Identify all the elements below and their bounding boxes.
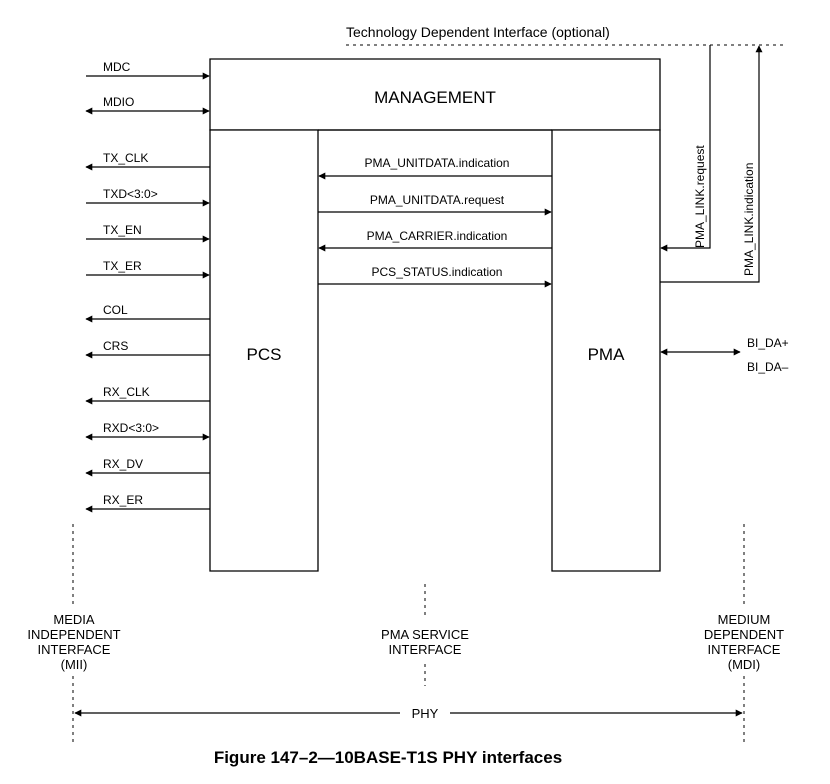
mii-signal-label: MDC bbox=[103, 60, 131, 74]
mii-caption: MEDIA INDEPENDENT INTERFACE (MII) bbox=[27, 612, 120, 672]
primitive-pcs-status-indication: PCS_STATUS.indication bbox=[318, 265, 552, 288]
mii-signal-tx-er: TX_ER bbox=[86, 259, 210, 279]
primitive-label: PCS_STATUS.indication bbox=[372, 265, 503, 279]
mdi-caption-line: DEPENDENT bbox=[704, 627, 784, 642]
pma-service-caption-line: INTERFACE bbox=[389, 642, 462, 657]
mii-signal-label: TX_EN bbox=[103, 223, 142, 237]
primitive-pma-unitdata-request: PMA_UNITDATA.request bbox=[318, 193, 552, 216]
mii-caption-line: MEDIA bbox=[53, 612, 95, 627]
mii-signal-mdc: MDC bbox=[86, 60, 210, 80]
management-block: MANAGEMENT bbox=[209, 58, 661, 131]
pcs-label: PCS bbox=[247, 345, 282, 364]
mii-signal-label: TX_CLK bbox=[103, 151, 148, 165]
mii-signal-label: RX_ER bbox=[103, 493, 143, 507]
mii-caption-line: (MII) bbox=[61, 657, 88, 672]
primitive-label: PMA_UNITDATA.request bbox=[370, 193, 505, 207]
pma-label: PMA bbox=[588, 345, 626, 364]
tdi-label: Technology Dependent Interface (optional… bbox=[346, 24, 610, 40]
pma-service-caption-line: PMA SERVICE bbox=[381, 627, 469, 642]
mii-signal-rx-clk: RX_CLK bbox=[85, 385, 210, 405]
primitive-label: PMA_CARRIER.indication bbox=[367, 229, 508, 243]
phy-span: PHY bbox=[74, 706, 743, 721]
mdi-caption-line: MEDIUM bbox=[718, 612, 771, 627]
mdi-caption-line: (MDI) bbox=[728, 657, 761, 672]
mdi-bi-da: BI_DA+ BI_DA– bbox=[660, 336, 789, 374]
mii-signal-rx-er: RX_ER bbox=[85, 493, 210, 513]
figure-caption: Figure 147–2—10BASE-T1S PHY interfaces bbox=[214, 748, 562, 767]
mii-signal-rx-dv: RX_DV bbox=[85, 457, 210, 477]
mdi-caption-line: INTERFACE bbox=[708, 642, 781, 657]
mii-signal-tx-en: TX_EN bbox=[86, 223, 210, 243]
primitive-pma-carrier-indication: PMA_CARRIER.indication bbox=[318, 229, 552, 252]
primitive-label: PMA_UNITDATA.indication bbox=[365, 156, 510, 170]
bi-da-plus-label: BI_DA+ bbox=[747, 336, 789, 350]
mii-signals: MDC MDIO TX_CLK TXD<3:0> TX_EN TX_ER COL bbox=[85, 60, 210, 513]
mii-caption-line: INTERFACE bbox=[38, 642, 111, 657]
mii-signal-label: RX_CLK bbox=[103, 385, 150, 399]
mii-signal-label: TXD<3:0> bbox=[103, 187, 158, 201]
mii-signal-label: CRS bbox=[103, 339, 128, 353]
pma-link-request-label: PMA_LINK.request bbox=[693, 145, 707, 248]
mii-signal-label: TX_ER bbox=[103, 259, 142, 273]
pcs-block: PCS bbox=[209, 129, 319, 572]
mii-signal-mdio: MDIO bbox=[85, 95, 210, 115]
phy-label: PHY bbox=[412, 706, 439, 721]
mii-signal-label: COL bbox=[103, 303, 128, 317]
pma-link-indication: PMA_LINK.indication bbox=[660, 45, 763, 283]
mii-signal-label: RX_DV bbox=[103, 457, 143, 471]
management-label: MANAGEMENT bbox=[374, 88, 496, 107]
pma-service-primitives: PMA_UNITDATA.indication PMA_UNITDATA.req… bbox=[318, 156, 552, 288]
mii-signal-label: MDIO bbox=[103, 95, 134, 109]
pma-link-request: PMA_LINK.request bbox=[660, 45, 711, 252]
mii-signal-col: COL bbox=[85, 303, 210, 323]
mii-signal-label: RXD<3:0> bbox=[103, 421, 159, 435]
mii-signal-tx-clk: TX_CLK bbox=[85, 151, 210, 171]
mii-caption-line: INDEPENDENT bbox=[27, 627, 120, 642]
bi-da-minus-label: BI_DA– bbox=[747, 360, 789, 374]
mii-signal-crs: CRS bbox=[85, 339, 210, 359]
mii-signal-rxd: RXD<3:0> bbox=[85, 421, 210, 441]
pma-link-indication-label: PMA_LINK.indication bbox=[742, 163, 756, 276]
pma-block: PMA bbox=[551, 129, 661, 572]
primitive-pma-unitdata-indication: PMA_UNITDATA.indication bbox=[318, 156, 552, 180]
mdi-caption: MEDIUM DEPENDENT INTERFACE (MDI) bbox=[704, 612, 784, 672]
mii-signal-txd: TXD<3:0> bbox=[86, 187, 210, 207]
pma-service-caption: PMA SERVICE INTERFACE bbox=[381, 627, 469, 657]
